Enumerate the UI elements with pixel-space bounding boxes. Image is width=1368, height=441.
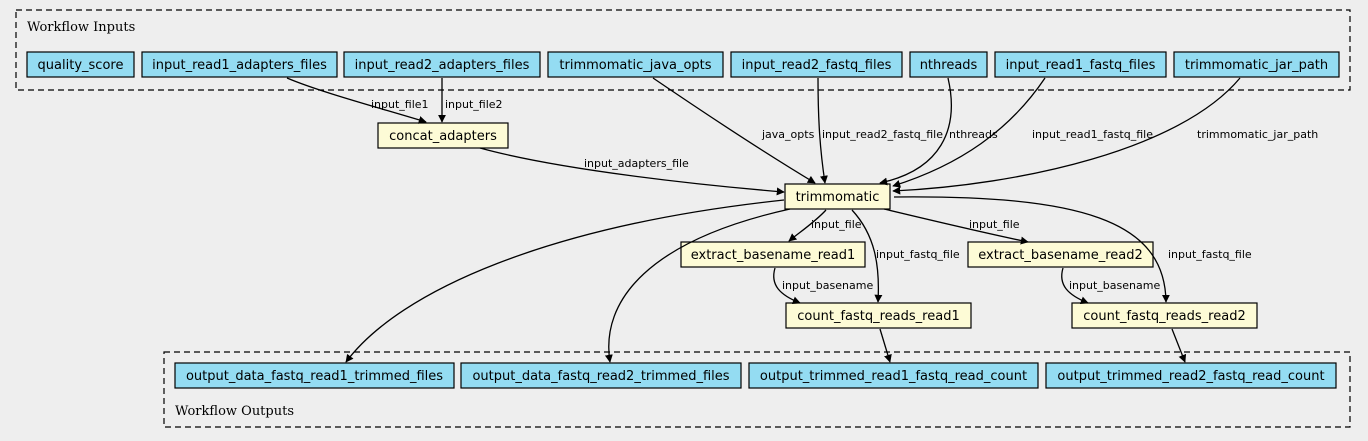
edges [286, 77, 1241, 363]
task-node-concat-adapters: concat_adapters [377, 122, 509, 149]
input-node-input-read1-fastq-files-label: input_read1_fastq_files [1006, 58, 1156, 73]
edge-label-input-adapters-file: input_adapters_file [584, 157, 689, 170]
edge-input-basename-read2 [1061, 267, 1089, 305]
edge-labels: input_file1 input_file2 java_opts input_… [371, 98, 1318, 292]
input-node-input-read2-fastq-files: input_read2_fastq_files [730, 51, 903, 78]
edge-label-nthreads: nthreads [949, 128, 998, 141]
input-node-input-read2-adapters-files: input_read2_adapters_files [343, 51, 541, 78]
task-node-extract-basename-read2: extract_basename_read2 [967, 241, 1154, 268]
input-node-input-read2-adapters-files-label: input_read2_adapters_files [355, 58, 530, 73]
edge-label-java-opts: java_opts [761, 128, 815, 141]
output-node-output-data-fastq-read2-trimmed-files: output_data_fastq_read2_trimmed_files [460, 362, 742, 389]
edge-to-read1-trimmed-files [345, 199, 785, 363]
output-node-output-trimmed-read1-fastq-read-count: output_trimmed_read1_fastq_read_count [748, 362, 1039, 389]
output-node-output-trimmed-read1-fastq-read-count-label: output_trimmed_read1_fastq_read_count [760, 369, 1027, 384]
edge-nthreads [879, 77, 952, 186]
inputs-cluster-border [15, 9, 1351, 91]
edge-input-basename-read1 [773, 267, 801, 305]
edge-java-opts [652, 77, 816, 184]
edge-input-fastq-file-read1 [851, 209, 883, 303]
input-node-quality-score: quality_score [26, 51, 135, 78]
edge-label-input-basename-read2: input_basename [1069, 279, 1160, 292]
edge-label-input-basename-read1: input_basename [782, 279, 873, 292]
edge-input-fastq-file-read2 [893, 196, 1170, 303]
edge-input-file1 [286, 77, 427, 124]
edge-input-file-read1 [788, 209, 827, 242]
edge-to-read2-trimmed-files [604, 208, 791, 363]
input-node-input-read2-fastq-files-label: input_read2_fastq_files [742, 58, 892, 73]
edge-label-input-file-read2: input_file [969, 218, 1020, 231]
task-node-trimmomatic: trimmomatic [784, 183, 891, 210]
inputs-cluster-label: Workflow Inputs [27, 20, 135, 35]
edge-label-input-file-read1: input_file [811, 218, 862, 231]
edge-trimmomatic-jar-path [892, 77, 1241, 195]
input-node-input-read1-adapters-files: input_read1_adapters_files [141, 51, 338, 78]
task-node-concat-adapters-label: concat_adapters [389, 129, 497, 144]
input-node-trimmomatic-java-opts: trimmomatic_java_opts [547, 51, 724, 78]
task-node-count-fastq-reads-read2: count_fastq_reads_read2 [1071, 302, 1258, 329]
input-node-quality-score-label: quality_score [38, 58, 124, 73]
output-node-output-trimmed-read2-fastq-read-count: output_trimmed_read2_fastq_read_count [1045, 362, 1337, 389]
input-node-trimmomatic-jar-path-label: trimmomatic_jar_path [1185, 58, 1328, 73]
workflow-outputs-cluster: Workflow Outputs output_data_fastq_read1… [163, 351, 1351, 428]
task-node-extract-basename-read1-label: extract_basename_read1 [691, 248, 856, 263]
edge-to-read1-read-count [879, 328, 892, 363]
input-node-trimmomatic-java-opts-label: trimmomatic_java_opts [559, 58, 711, 73]
input-node-input-read1-fastq-files: input_read1_fastq_files [994, 51, 1167, 78]
input-node-input-read1-adapters-files-label: input_read1_adapters_files [152, 58, 327, 73]
output-node-output-data-fastq-read1-trimmed-files: output_data_fastq_read1_trimmed_files [174, 362, 455, 389]
edge-label-input-file1: input_file1 [371, 98, 429, 111]
edge-input-read1-fastq-file [892, 77, 1046, 188]
input-node-nthreads-label: nthreads [920, 58, 978, 73]
output-node-output-data-fastq-read1-trimmed-files-label: output_data_fastq_read1_trimmed_files [186, 369, 443, 384]
task-node-count-fastq-reads-read1-label: count_fastq_reads_read1 [797, 309, 959, 324]
edge-label-input-fastq-file-read1: input_fastq_file [876, 248, 960, 261]
workflow-inputs-cluster: Workflow Inputs quality_score input_read… [15, 9, 1351, 91]
edge-label-input-read1-fastq-file: input_read1_fastq_file [1032, 128, 1153, 141]
edge-input-adapters-file [479, 147, 785, 196]
task-node-count-fastq-reads-read2-label: count_fastq_reads_read2 [1083, 309, 1245, 324]
output-node-output-data-fastq-read2-trimmed-files-label: output_data_fastq_read2_trimmed_files [472, 369, 729, 384]
input-node-trimmomatic-jar-path: trimmomatic_jar_path [1173, 51, 1340, 78]
edge-input-file-read2 [883, 208, 1029, 245]
output-node-output-trimmed-read2-fastq-read-count-label: output_trimmed_read2_fastq_read_count [1057, 369, 1324, 384]
edge-input-read2-fastq-file [817, 77, 828, 184]
task-node-extract-basename-read1: extract_basename_read1 [680, 241, 866, 268]
outputs-cluster-label: Workflow Outputs [175, 404, 294, 419]
edge-label-input-fastq-file-read2: input_fastq_file [1168, 248, 1252, 261]
edge-to-read2-read-count [1171, 328, 1187, 363]
edge-label-input-file2: input_file2 [445, 98, 503, 111]
edge-label-input-read2-fastq-file: input_read2_fastq_file [822, 128, 943, 141]
edge-label-trimmomatic-jar-path: trimmomatic_jar_path [1197, 128, 1318, 141]
task-node-extract-basename-read2-label: extract_basename_read2 [978, 248, 1143, 263]
task-node-trimmomatic-label: trimmomatic [796, 190, 880, 205]
outputs-cluster-border [163, 351, 1351, 428]
task-node-count-fastq-reads-read1: count_fastq_reads_read1 [785, 302, 972, 329]
input-node-nthreads: nthreads [909, 51, 988, 78]
